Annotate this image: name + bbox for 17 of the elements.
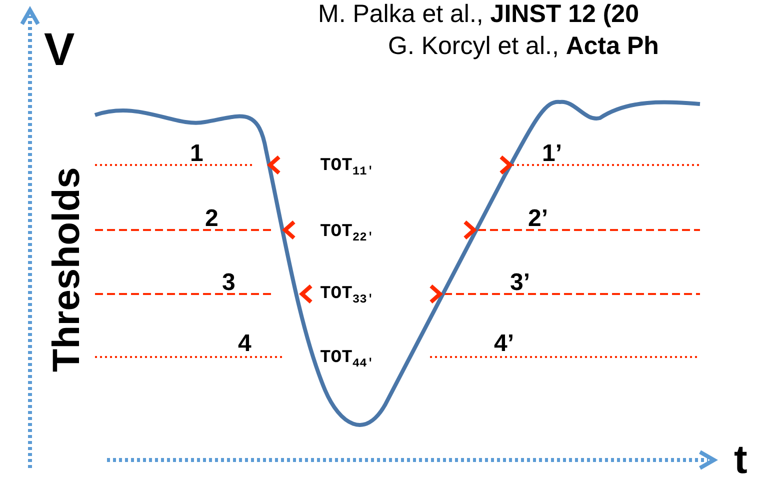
tot-label: TOT$_{44′}$ — [320, 349, 374, 370]
threshold-number: 3’ — [510, 271, 530, 295]
threshold-number: 2’ — [528, 207, 548, 231]
axis-label: t — [734, 440, 748, 480]
threshold-number: 1 — [190, 142, 204, 166]
threshold-number: 3 — [222, 271, 236, 295]
threshold-number: 2 — [205, 207, 218, 231]
threshold-number: 1’ — [542, 142, 562, 166]
citation-text: G. Korcyl et al., Acta Ph — [388, 34, 659, 59]
axis-label: V — [44, 26, 75, 72]
threshold-number: 4 — [238, 332, 252, 356]
tot-label: TOT$_{22′}$ — [320, 223, 374, 244]
tot-label: TOT$_{33′}$ — [320, 285, 374, 306]
citation-text: M. Palka et al., JINST 12 (20 — [318, 2, 639, 27]
axis-label: Thresholds — [48, 167, 86, 372]
tot-label: TOT$_{11′}$ — [320, 157, 374, 178]
threshold-number: 4’ — [494, 332, 514, 356]
